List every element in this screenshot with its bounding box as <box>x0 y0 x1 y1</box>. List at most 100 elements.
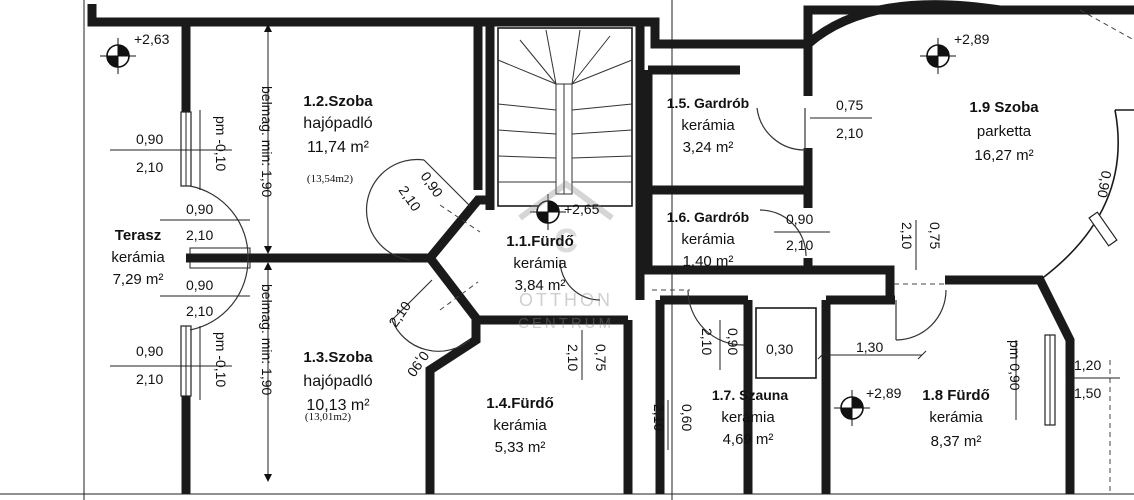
room-name: 1.2.Szoba <box>303 93 373 110</box>
wall-11-lower-diag <box>425 255 481 494</box>
room-15: 1.5. Gardrób kerámia 3,24 m² <box>667 95 749 156</box>
level-18: +2,89 <box>866 385 902 401</box>
opening-door-13: 0,90 2,10 <box>186 277 213 319</box>
opening-width: 1,20 <box>1074 357 1101 373</box>
room-area: 4,69 m² <box>723 431 774 448</box>
room-floor: hajópadló <box>303 115 373 132</box>
watermark-logo: c <box>518 180 614 262</box>
opening-door-17b: 0,90 2,10 <box>699 328 741 355</box>
room-name: 1.5. Gardrób <box>667 95 749 111</box>
room-terasz: Terasz kerámia 7,29 m² <box>111 227 165 288</box>
opening-terasz-bottom: 0,90 2,10 pm -0,10 <box>136 332 229 387</box>
room-area: 16,27 m² <box>974 147 1033 164</box>
door-swing-17 <box>687 289 745 346</box>
dim-130 <box>817 350 927 360</box>
room-name: 1.8 Fürdő <box>922 387 990 404</box>
room-area: 11,74 m² <box>307 139 370 156</box>
dash-top-right <box>1079 9 1134 41</box>
room-name: 1.3.Szoba <box>303 349 373 366</box>
door-swing-terasz-top <box>189 185 249 259</box>
level-11: +2,65 <box>564 201 600 217</box>
level-marker-terasz <box>100 38 136 74</box>
opening-width: 0,75 <box>593 344 609 371</box>
opening-width: 0,90 <box>186 201 213 217</box>
opening-height: 2,10 <box>786 237 813 253</box>
room-17: 1.7. Szauna kerámia 4,69 m² <box>712 387 788 448</box>
room-floor: kerámia <box>493 417 547 434</box>
stair-box <box>497 27 633 207</box>
room-name: 1.9 Szoba <box>969 99 1039 116</box>
room-area: 10,13 m² <box>306 397 370 414</box>
level-terasz: +2,63 <box>134 31 170 47</box>
opening-pm: pm 0,90 <box>1007 340 1023 391</box>
opening-width: 0,90 <box>725 328 741 355</box>
room-16: 1.6. Gardrób kerámia 1,40 m² <box>667 209 749 270</box>
wall-11-upper-diag <box>426 195 490 261</box>
opening-terasz-top: 0,90 2,10 pm -0,10 <box>136 116 229 175</box>
opening-window-18: 1,20 1,50 pm 0,90 <box>1007 340 1101 401</box>
opening-width: 0,90 <box>786 211 813 227</box>
dim-130-label: 1,30 <box>856 339 883 355</box>
room-12: 1.2.Szoba hajópadló 11,74 m² (13,54m2) <box>303 93 373 185</box>
opening-door-15: 0,75 2,10 <box>836 97 863 141</box>
window-terasz-top <box>180 111 192 187</box>
room-area: 5,33 m² <box>495 439 546 456</box>
dim-belmag-top <box>264 24 272 254</box>
svg-text:c: c <box>554 213 578 262</box>
door-swing-15 <box>756 107 806 151</box>
opening-width: 0,75 <box>836 97 863 113</box>
opening-height: 2,10 <box>899 222 915 249</box>
opening-height: 2,10 <box>136 371 163 387</box>
room-floor: kerámia <box>681 231 735 248</box>
room-area: 7,29 m² <box>113 271 164 288</box>
room-area: 8,37 m² <box>931 433 982 450</box>
room-floor: parketta <box>977 123 1032 140</box>
wall-16 <box>643 190 895 300</box>
staircase <box>497 29 633 195</box>
opening-width: 0,90 <box>186 277 213 293</box>
opening-width: 0,90 <box>418 169 447 201</box>
door-swing-14 <box>559 259 601 301</box>
dim-belmag-bottom <box>264 262 272 482</box>
window-19 <box>1088 211 1118 247</box>
dim-belmag-top-label: belmag. min: 1,90 <box>259 86 275 197</box>
opening-door-14: 0,75 2,10 <box>565 344 609 371</box>
room-name: Terasz <box>115 227 161 244</box>
opening-width: 0,90 <box>1094 169 1115 199</box>
opening-width: 0,60 <box>679 404 695 431</box>
level-19: +2,89 <box>954 31 990 47</box>
room-area: 3,24 m² <box>683 139 734 156</box>
room-area: 3,84 m² <box>515 277 566 294</box>
room-floor: kerámia <box>929 409 983 426</box>
room-name: 1.6. Gardrób <box>667 209 749 225</box>
opening-height: 2,10 <box>651 404 667 431</box>
closet-box <box>755 307 817 379</box>
level-marker-11 <box>530 194 566 230</box>
opening-pm: pm -0,10 <box>213 332 229 387</box>
opening-width: 0,90 <box>136 343 163 359</box>
opening-width: 0,75 <box>927 222 943 249</box>
dash-door-12 <box>439 204 481 233</box>
room-note: (13,01m2) <box>305 411 351 423</box>
room-floor: kerámia <box>681 117 735 134</box>
room-11: 1.1.Fürdő kerámia 3,84 m² <box>506 233 574 294</box>
level-marker-18 <box>834 390 870 426</box>
room-floor: kerámia <box>513 255 567 272</box>
room-13: 1.3.Szoba hajópadló 10,13 m² (13,01m2) <box>303 349 373 423</box>
opening-door-11b: 2,10 0,90 <box>385 298 432 380</box>
opening-pm: pm -0,10 <box>213 116 229 171</box>
door-swing-16 <box>759 209 807 257</box>
door-swing-12 <box>365 158 471 261</box>
room-14: 1.4.Fürdő kerámia 5,33 m² <box>486 395 554 456</box>
opening-height: 2,10 <box>396 183 425 215</box>
room-name: 1.4.Fürdő <box>486 395 554 412</box>
room-floor: hajópadló <box>303 373 373 390</box>
wall-top <box>87 4 1134 49</box>
watermark-line2: CENTRUM <box>518 315 614 332</box>
window-18 <box>1044 334 1056 426</box>
room-18: 1.8 Fürdő kerámia 8,37 m² <box>922 387 990 450</box>
room-note: (13,54m2) <box>307 173 353 185</box>
opening-door-16: 0,90 2,10 <box>786 211 813 253</box>
